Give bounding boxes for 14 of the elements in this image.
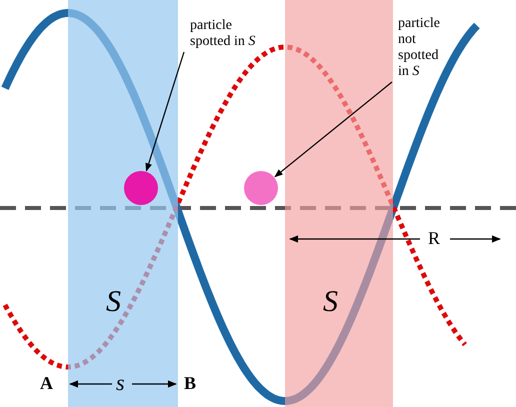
leader-arrow xyxy=(274,82,392,178)
particle-dot xyxy=(124,171,158,205)
region-band xyxy=(68,0,178,407)
region-label: S xyxy=(106,285,121,319)
annotation-text: particle spotted in S xyxy=(190,18,260,50)
leader-arrow xyxy=(146,52,185,172)
region-band xyxy=(285,0,393,407)
annotation-text: particle not spotted in S xyxy=(398,16,450,80)
point-label: B xyxy=(184,373,196,394)
dimension-label: s xyxy=(116,370,125,396)
dimension-label: R xyxy=(428,228,440,249)
particle-dot xyxy=(244,171,278,205)
region-label: S xyxy=(323,285,338,319)
point-label: A xyxy=(40,373,53,394)
